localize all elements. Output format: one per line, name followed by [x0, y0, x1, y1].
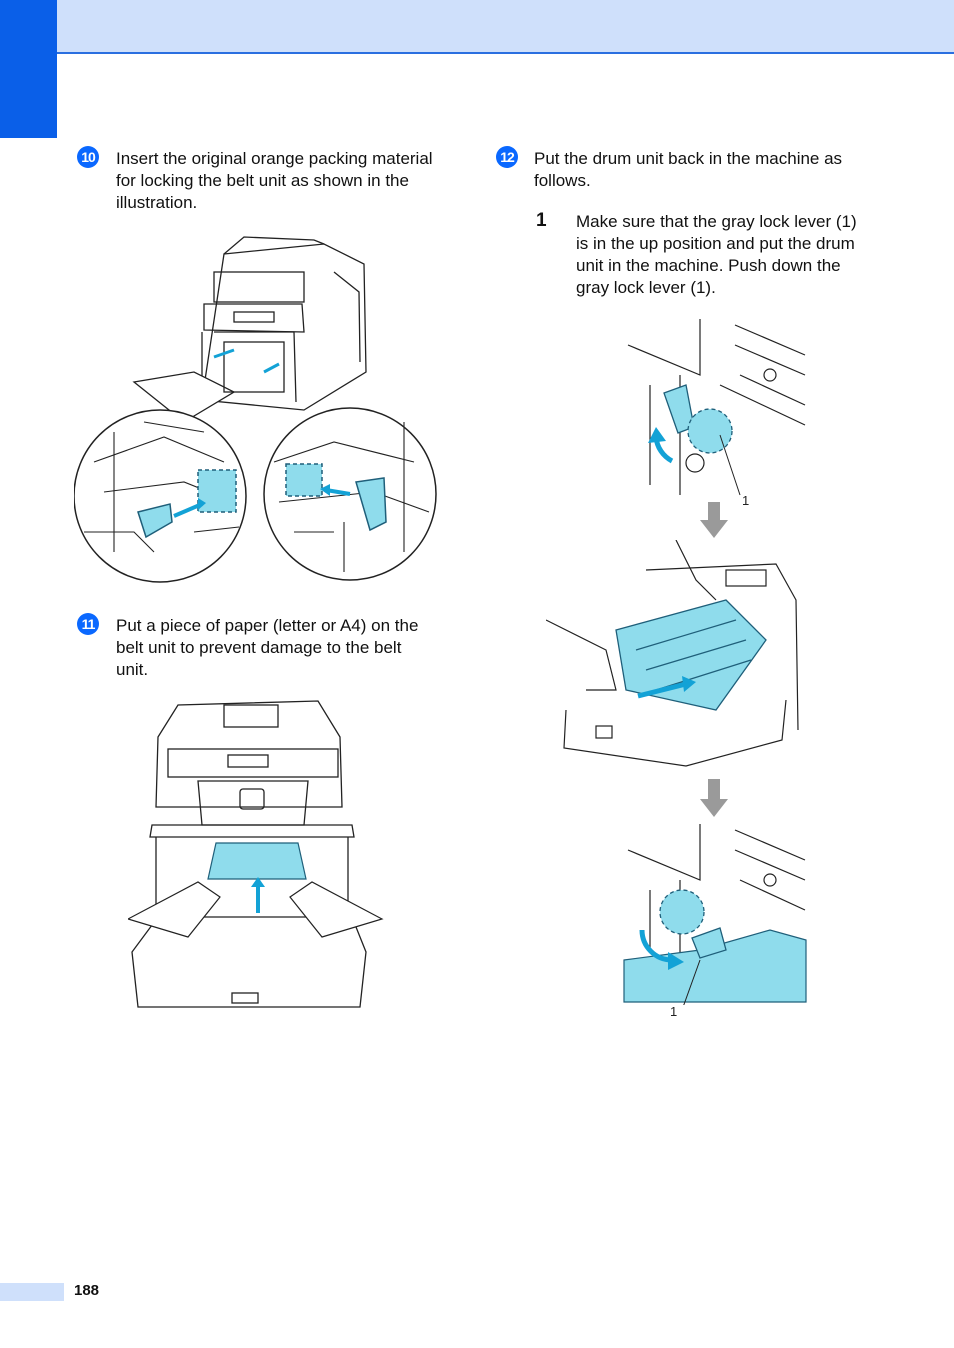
- substep-number: 1: [536, 210, 547, 231]
- paper-on-belt-illustration: [128, 700, 384, 1008]
- substep-text: Make sure that the gray lock lever (1) i…: [576, 212, 857, 297]
- lock-lever-up-illustration: [627, 319, 806, 496]
- step-12-badge: 12: [496, 146, 518, 168]
- step-10-badge: 10: [77, 146, 99, 168]
- step-11-text: Put a piece of paper (letter or A4) on t…: [116, 616, 419, 679]
- chapter-tab: [0, 0, 57, 138]
- callout-lever-bottom: 1: [670, 1004, 678, 1019]
- footer-band: [0, 1283, 64, 1301]
- packing-material-illustration: [74, 236, 437, 583]
- down-arrow-icon: [700, 779, 728, 817]
- lock-lever-down-illustration: [623, 824, 807, 1005]
- step-12-text: Put the drum unit back in the machine as…: [534, 149, 843, 190]
- header-band: [0, 0, 954, 54]
- down-arrow-icon: [700, 502, 728, 538]
- step-10-text: Insert the original orange packing mater…: [116, 149, 433, 212]
- callout-lever-top: 1: [742, 493, 750, 508]
- drum-insert-illustration: [546, 540, 799, 767]
- page-number: 188: [74, 1282, 100, 1299]
- step-11-badge: 11: [77, 613, 99, 635]
